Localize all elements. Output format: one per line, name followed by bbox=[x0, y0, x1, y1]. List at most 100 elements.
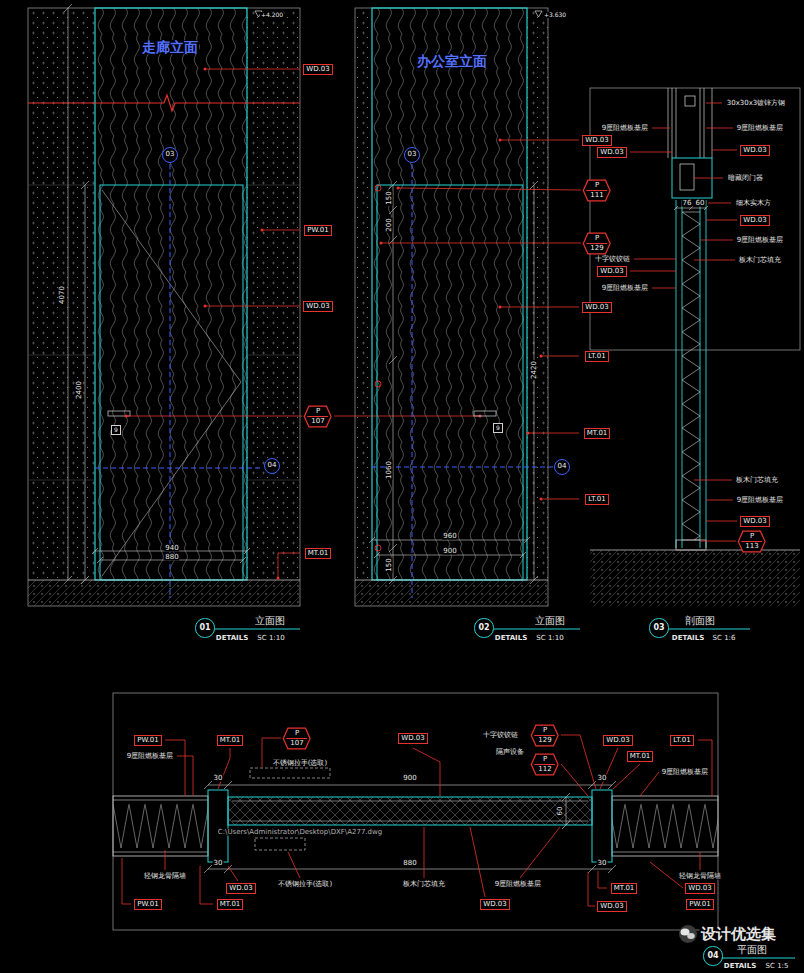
node-text: WD.03 bbox=[585, 137, 608, 144]
hinge bbox=[375, 185, 381, 551]
dimension: 150 bbox=[386, 557, 393, 572]
material-tag: WD.03 bbox=[398, 733, 427, 744]
material-tag: WD.03 bbox=[480, 899, 509, 910]
wall-panel bbox=[247, 8, 300, 580]
floor bbox=[590, 550, 800, 606]
hexagon-divider bbox=[587, 243, 608, 244]
node-text: 03 bbox=[408, 151, 417, 158]
hardware-callout: P111 bbox=[583, 180, 610, 201]
material-note: 暗藏闭门器 bbox=[727, 175, 764, 182]
node-text: WD.03 bbox=[600, 268, 623, 275]
leader-line bbox=[122, 827, 700, 906]
dimension: 2420 bbox=[531, 360, 538, 380]
hexagon-divider bbox=[308, 416, 329, 417]
material-tag: WD.03 bbox=[597, 147, 626, 158]
material-note: 十字铰铰链 bbox=[594, 256, 631, 263]
door-closer bbox=[680, 164, 694, 190]
node-text: WD.03 bbox=[306, 303, 329, 310]
door-core bbox=[682, 212, 700, 540]
drawing-title: 立面图 bbox=[254, 616, 286, 626]
dimension: 30 bbox=[213, 775, 224, 782]
node-text: P bbox=[745, 533, 758, 540]
hexagon-divider bbox=[535, 735, 556, 736]
node-text: LT.01 bbox=[673, 737, 691, 744]
dimension: 940 bbox=[164, 545, 179, 552]
hexagon-outline bbox=[284, 728, 311, 749]
door-leaf bbox=[100, 185, 243, 580]
material-tag: LT.01 bbox=[585, 351, 609, 362]
node-text: MT.01 bbox=[614, 885, 635, 892]
door-frame bbox=[95, 8, 247, 580]
node-text: 129 bbox=[590, 245, 603, 252]
material-note: 不锈钢拉手(选取) bbox=[277, 881, 333, 888]
drawing-scale: SC 1:10 bbox=[256, 635, 285, 642]
floor-line bbox=[355, 580, 548, 581]
wall-layer bbox=[612, 800, 718, 852]
leader-dot bbox=[204, 305, 207, 308]
material-tag: MT.01 bbox=[627, 751, 654, 762]
door-jamb bbox=[592, 790, 612, 862]
material-note: 不锈钢拉手(选取) bbox=[272, 760, 328, 767]
material-tag: WD.03 bbox=[597, 266, 626, 277]
title-underline bbox=[721, 957, 795, 958]
level-symbol bbox=[535, 11, 542, 17]
view-title: 办公室立面 bbox=[416, 54, 488, 68]
node-text: WD.03 bbox=[483, 901, 506, 908]
drawing-subtitle: DETAILS bbox=[215, 635, 249, 642]
wood-veneer bbox=[372, 8, 527, 580]
level-mark: +4.200 bbox=[260, 12, 284, 18]
material-note: 轻钢龙骨隔墙 bbox=[678, 873, 722, 880]
material-note: 9厘阻燃板基层 bbox=[601, 125, 649, 132]
handle-tag: 9 bbox=[493, 423, 503, 433]
detail-number: 03 bbox=[649, 618, 668, 637]
detail-number: 01 bbox=[195, 618, 214, 637]
hexagon-divider bbox=[587, 190, 608, 191]
material-tag: WD.03 bbox=[740, 516, 769, 527]
wood-veneer bbox=[95, 8, 247, 580]
leader-dot bbox=[261, 229, 264, 232]
door-handle bbox=[474, 411, 496, 416]
floor-pivot bbox=[676, 540, 706, 550]
node-text: WD.03 bbox=[229, 885, 252, 892]
dimension: 880 bbox=[402, 860, 417, 867]
node-text: MT.01 bbox=[220, 901, 241, 908]
dimension-line bbox=[674, 206, 708, 210]
material-tag: WD.03 bbox=[582, 135, 611, 146]
door-jamb bbox=[208, 790, 228, 862]
door-plan bbox=[113, 693, 795, 958]
material-tag: WD.03 bbox=[226, 883, 255, 894]
node-text: P bbox=[590, 235, 603, 242]
material-tag: MT.01 bbox=[217, 735, 244, 746]
wall-layer bbox=[113, 800, 208, 852]
hexagon-divider bbox=[535, 764, 556, 765]
hexagon-outline bbox=[305, 406, 332, 427]
material-tag: WD.03 bbox=[303, 64, 332, 75]
material-note: 板木门芯填充 bbox=[735, 477, 779, 484]
hexagon-divider bbox=[287, 738, 308, 739]
node-text: PW.01 bbox=[307, 227, 328, 234]
hardware-callout: P 129 bbox=[583, 233, 610, 254]
material-note: 板木门芯填充 bbox=[402, 881, 446, 888]
view-title: 走廊立面 bbox=[141, 40, 199, 54]
hexagon-outline bbox=[739, 531, 766, 552]
hardware-callout: P113 bbox=[738, 531, 765, 552]
material-tag: WD.03 bbox=[603, 735, 632, 746]
door-section bbox=[590, 88, 800, 629]
node-text: 04 bbox=[268, 462, 277, 469]
material-tag: WD.03 bbox=[740, 215, 769, 226]
watermark: 设计优选集 bbox=[700, 927, 777, 942]
detail-number: 02 bbox=[474, 618, 493, 637]
dimension-line bbox=[389, 181, 397, 584]
node-text: WD.03 bbox=[688, 885, 711, 892]
node-text: 01 bbox=[199, 624, 210, 632]
pull-handle bbox=[250, 768, 330, 778]
door-core bbox=[682, 212, 700, 540]
material-note: 9厘阻燃板基层 bbox=[736, 125, 784, 132]
door-skin bbox=[232, 801, 588, 821]
node-text: PW.01 bbox=[137, 737, 158, 744]
node-text: LT.01 bbox=[588, 353, 606, 360]
leader-dot bbox=[499, 139, 502, 142]
dimension: 60 bbox=[695, 200, 706, 207]
